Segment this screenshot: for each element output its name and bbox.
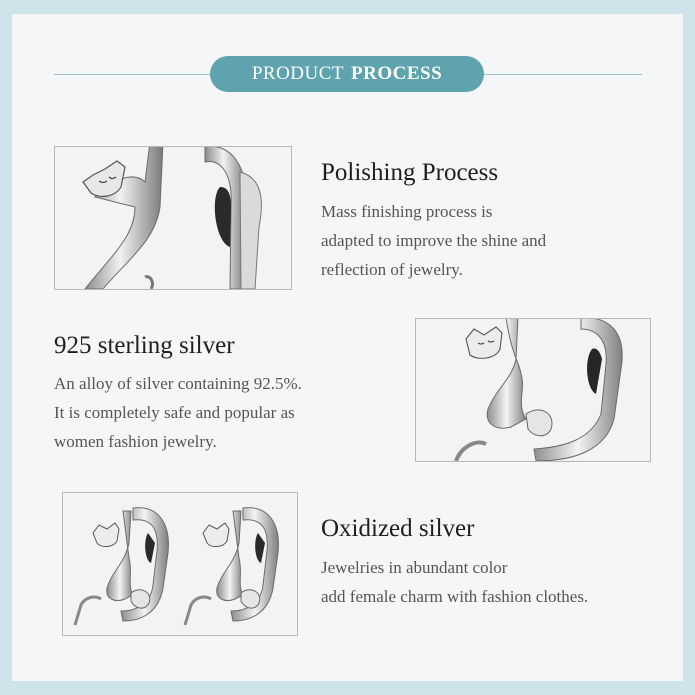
oxidized-line-2: add female charm with fashion clothes. [321, 587, 589, 606]
sterling-silver-heading: 925 sterling silver [54, 332, 235, 359]
title-bold: PROCESS [351, 63, 443, 84]
polishing-description: Mass finishing process is adapted to imp… [321, 197, 546, 284]
sterling-line-2: It is completely safe and popular as [54, 403, 295, 422]
oxidized-line-1: Jewelries in abundant color [321, 558, 508, 577]
sterling-line-3: women fashion jewelry. [54, 432, 217, 451]
section-title-pill: PRODUCT PROCESS [210, 56, 484, 92]
title-light: PRODUCT [251, 63, 345, 84]
oxidized-silver-description: Jewelries in abundant color add female c… [321, 553, 588, 611]
polishing-line-3: reflection of jewelry. [321, 260, 463, 279]
header-divider-left [54, 74, 224, 75]
oxidized-earrings-pair-photo [62, 492, 298, 636]
polishing-line-1: Mass finishing process is [321, 202, 493, 221]
polishing-closeup-photo [54, 146, 292, 290]
oxidized-silver-heading: Oxidized silver [321, 515, 475, 542]
product-process-panel: PRODUCT PROCESS Polishing Pro [12, 14, 683, 681]
polishing-line-2: adapted to improve the shine and [321, 231, 547, 250]
polishing-heading: Polishing Process [321, 159, 499, 186]
sterling-silver-description: An alloy of silver containing 92.5%. It … [54, 369, 302, 456]
header-divider-right [484, 74, 642, 75]
sterling-earring-photo [415, 318, 651, 462]
sterling-line-1: An alloy of silver containing 92.5%. [54, 374, 302, 393]
